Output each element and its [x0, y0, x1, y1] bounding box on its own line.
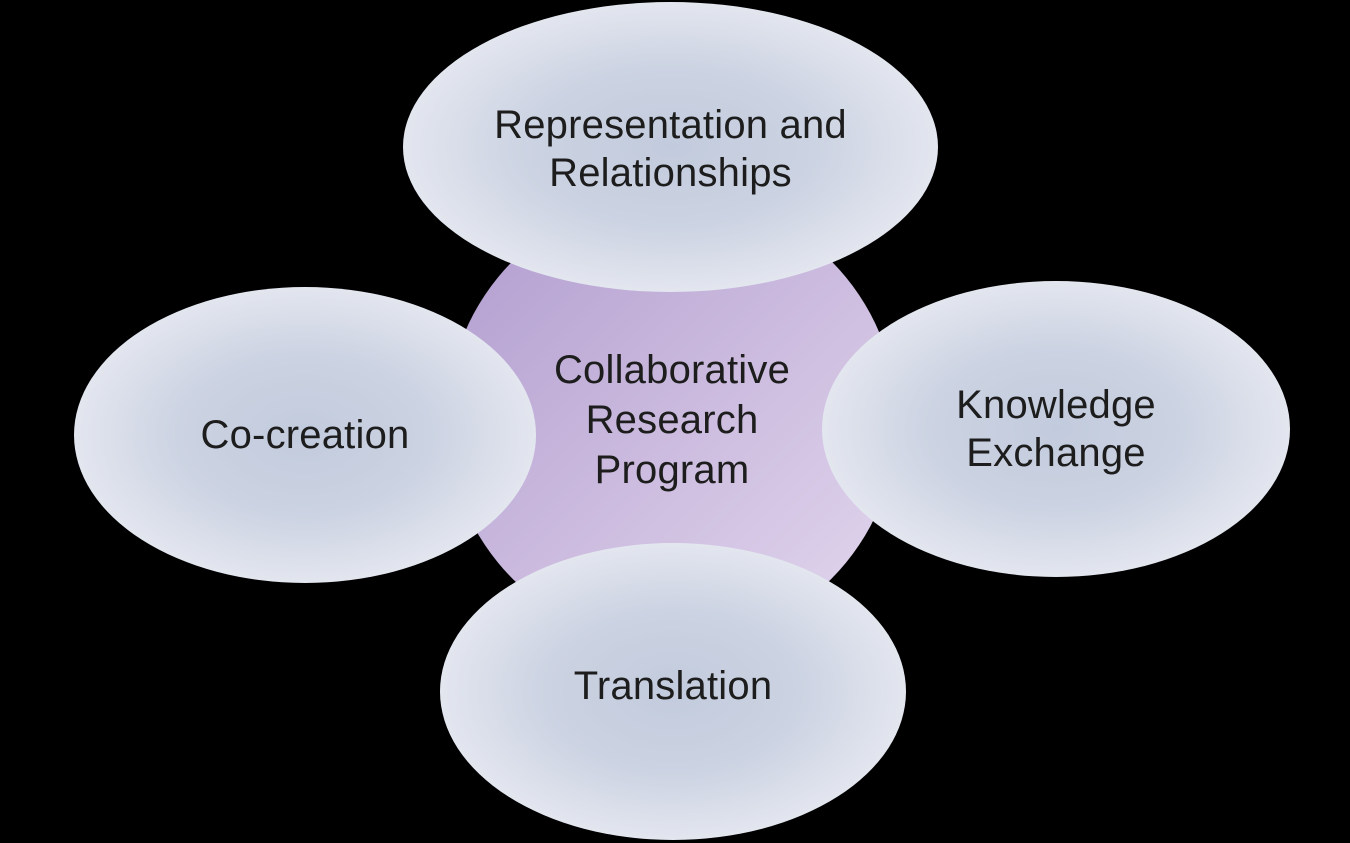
node-co-creation: Co-creation	[74, 287, 536, 583]
node-translation: Translation	[440, 543, 906, 840]
node-representation-and-relationships: Representation and Relationships	[403, 2, 938, 292]
node-label-representation-and-relationships: Representation and Relationships	[494, 103, 847, 195]
node-knowledge-exchange: Knowledge Exchange	[822, 281, 1290, 577]
hub-label: Collaborative Research Program	[553, 348, 791, 492]
node-label-co-creation: Co-creation	[200, 413, 410, 457]
node-label-translation: Translation	[573, 663, 773, 708]
node-label-knowledge-exchange: Knowledge Exchange	[956, 383, 1156, 475]
